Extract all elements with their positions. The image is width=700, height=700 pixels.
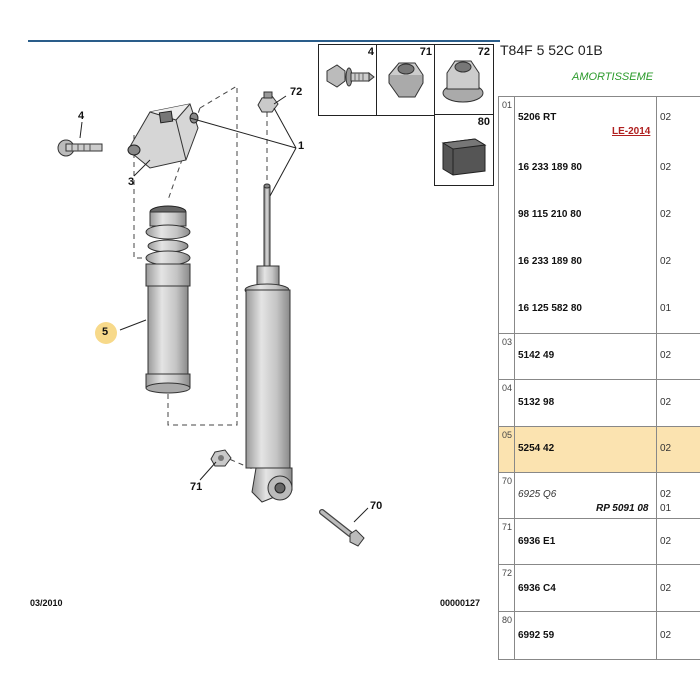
- callout-70[interactable]: 70: [370, 500, 383, 512]
- footer-ref: 00000127: [440, 598, 481, 608]
- dust-cover-5-part: [145, 205, 191, 394]
- catalog-subtitle: AMORTISSEME: [572, 71, 654, 83]
- part-qty: 02: [660, 536, 672, 547]
- row-divider: [498, 564, 700, 565]
- part-qty: 02: [660, 350, 672, 361]
- col-divider-left: [498, 96, 499, 660]
- group-number: 05: [502, 430, 513, 440]
- part-ref[interactable]: 5142 49: [518, 350, 555, 361]
- part-ref[interactable]: 6992 59: [518, 630, 555, 641]
- bolt-4-part: [57, 139, 103, 157]
- group-number: 04: [502, 383, 513, 393]
- row-divider: [498, 96, 700, 97]
- shock-absorber-1-part: [244, 183, 293, 503]
- part-qty: 01: [660, 303, 672, 314]
- flange-nut-icon: [442, 60, 484, 103]
- callout-4[interactable]: 4: [78, 110, 85, 122]
- row-divider: [498, 333, 700, 334]
- callout-3[interactable]: 3: [128, 176, 135, 188]
- catalog-code: T84F 5 52C 01B: [500, 42, 603, 58]
- part-qty: 02: [660, 397, 672, 408]
- thumb-4[interactable]: 4: [318, 44, 378, 116]
- thumb-80[interactable]: 80: [434, 114, 494, 186]
- row-divider: [498, 659, 700, 660]
- col-divider-qty: [656, 96, 657, 660]
- thumb-72[interactable]: 72: [434, 44, 494, 116]
- part-ref[interactable]: 16 233 189 80: [518, 256, 582, 267]
- bracket-3-part: [127, 103, 199, 169]
- callout-1[interactable]: 1: [298, 140, 305, 152]
- callout-5-badge: [95, 322, 117, 344]
- part-qty: 02: [660, 162, 672, 173]
- thumb-72-label: 72: [477, 46, 490, 58]
- part-thumbnails: 4 71 72 80: [318, 44, 494, 186]
- callout-72[interactable]: 72: [290, 86, 303, 98]
- callout-71[interactable]: 71: [190, 481, 203, 493]
- part-qty: 02: [660, 112, 672, 123]
- part-qty-secondary: 01: [660, 503, 672, 514]
- part-qty: 02: [660, 443, 672, 454]
- part-ref[interactable]: 6925 Q6: [518, 489, 557, 500]
- part-note[interactable]: RP 5091 08: [596, 503, 649, 514]
- part-ref[interactable]: 16 233 189 80: [518, 162, 582, 173]
- part-qty: 02: [660, 583, 672, 594]
- bolt-70-part: [319, 509, 365, 547]
- row-divider: [498, 472, 700, 473]
- row-divider: [498, 611, 700, 612]
- part-note[interactable]: LE-2014: [612, 126, 651, 137]
- part-ref-selected[interactable]: 5254 42: [518, 443, 555, 454]
- header-rule: [28, 40, 500, 42]
- bolt-icon: [326, 64, 375, 88]
- part-qty: 02: [660, 209, 672, 220]
- footer-date: 03/2010: [30, 598, 63, 608]
- exploded-diagram: [57, 85, 369, 547]
- part-qty: 02: [660, 489, 672, 500]
- group-number: 70: [502, 476, 513, 486]
- part-ref[interactable]: 6936 C4: [518, 583, 556, 594]
- part-ref[interactable]: 5206 RT: [518, 112, 557, 123]
- callout-5[interactable]: 5: [102, 326, 109, 338]
- group-number: 72: [502, 568, 513, 578]
- thumb-71-label: 71: [419, 46, 432, 58]
- group-number: 80: [502, 615, 513, 625]
- thumb-71[interactable]: 71: [376, 44, 436, 116]
- part-qty: 02: [660, 256, 672, 267]
- part-qty: 02: [660, 630, 672, 641]
- group-number: 71: [502, 522, 513, 532]
- col-divider-group: [514, 96, 515, 660]
- group-number: 03: [502, 337, 513, 347]
- part-ref[interactable]: 98 115 210 80: [518, 209, 582, 220]
- selected-row-highlight: [499, 426, 700, 472]
- nut-72-part: [257, 91, 279, 113]
- row-divider: [498, 426, 700, 427]
- part-ref[interactable]: 5132 98: [518, 397, 555, 408]
- part-ref[interactable]: 6936 E1: [518, 536, 556, 547]
- grease-pad-icon: [441, 138, 487, 176]
- part-ref[interactable]: 16 125 582 80: [518, 303, 582, 314]
- thumb-80-label: 80: [477, 116, 490, 128]
- row-divider: [498, 518, 700, 519]
- group-number: 01: [502, 100, 513, 110]
- row-divider: [498, 379, 700, 380]
- thumb-4-label: 4: [367, 46, 374, 58]
- hex-nut-icon: [388, 62, 424, 98]
